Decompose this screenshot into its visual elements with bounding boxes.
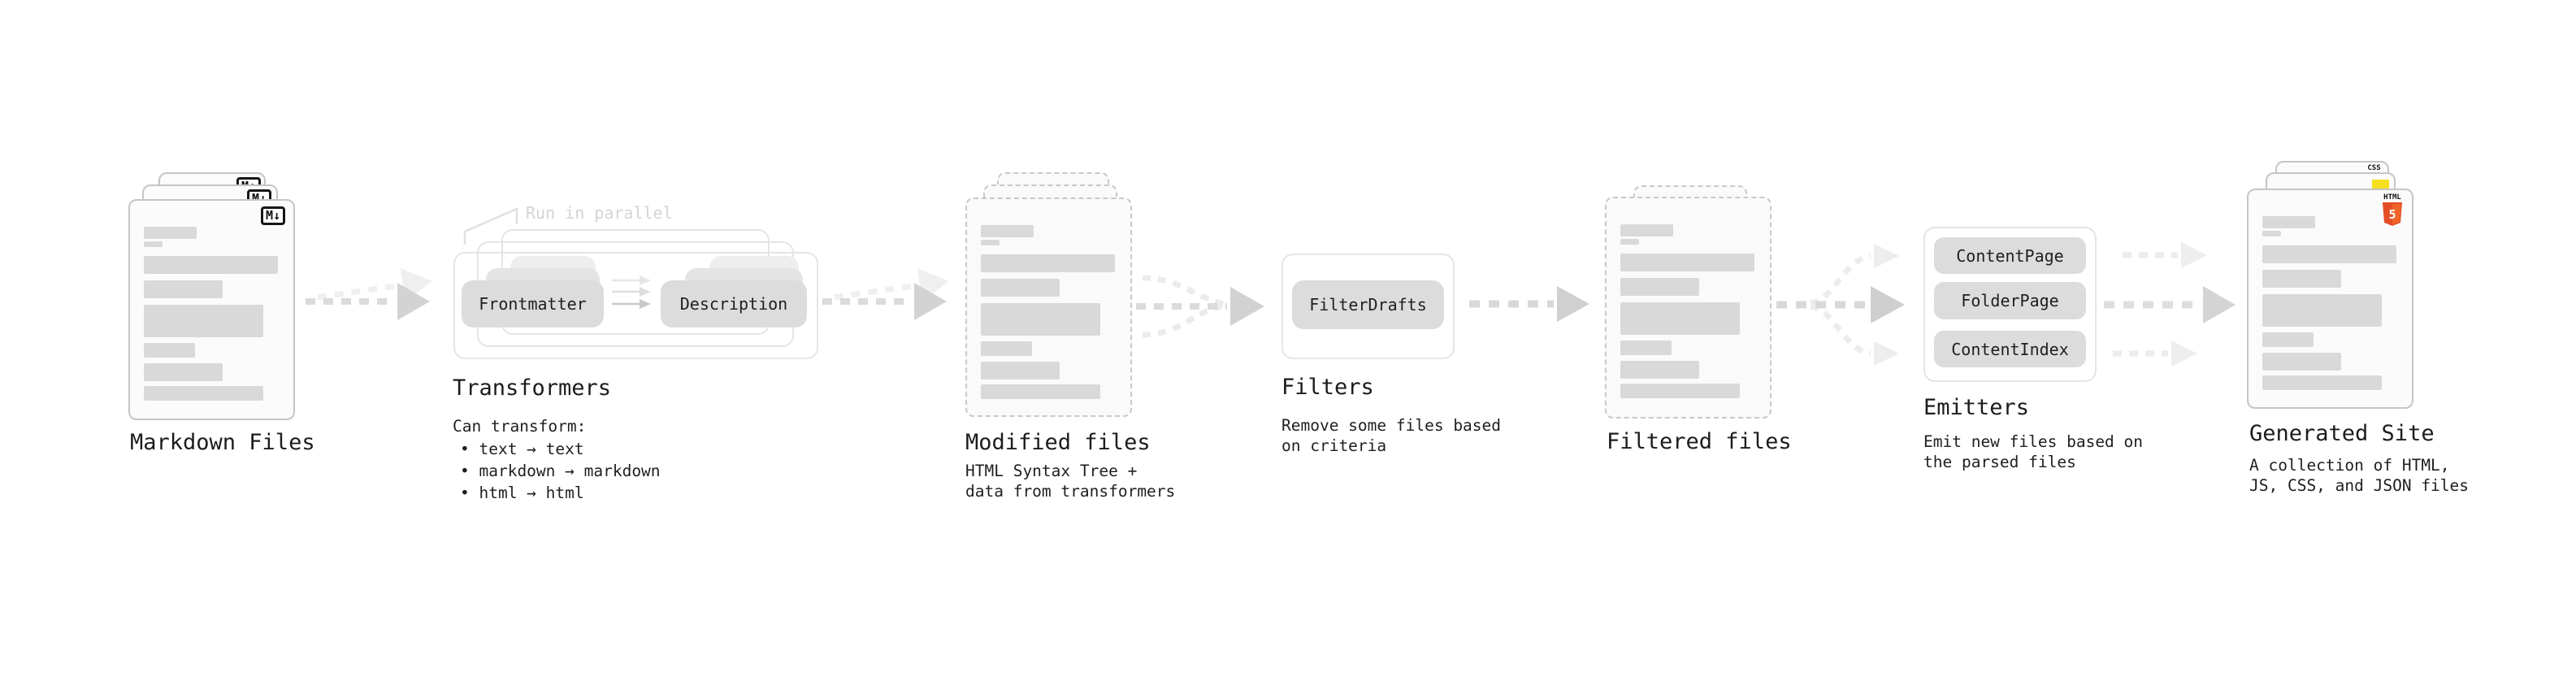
doc-placeholder-lines xyxy=(1607,198,1770,417)
doc-card-front: M↓ xyxy=(128,199,295,420)
flow-diverge-arrow-icon xyxy=(1776,244,1905,366)
doc-card-front xyxy=(965,197,1132,417)
transformers-bullet: • html → html xyxy=(460,484,584,502)
emitter-chip-folderpage: FolderPage xyxy=(1934,282,2086,319)
transformers-subtitle: Can transform: xyxy=(453,417,587,436)
transformers-bullet: • text → text xyxy=(460,440,584,458)
generated-site-subtitle: A collection of HTML, JS, CSS, and JSON … xyxy=(2249,456,2470,495)
doc-placeholder-lines xyxy=(2249,190,2412,407)
flow-arrow-icon xyxy=(1469,286,1589,322)
flow-arrow-icon xyxy=(2104,286,2236,323)
js-file-icon xyxy=(2372,180,2389,189)
html5-logo-icon: HTML 5 xyxy=(2382,194,2403,226)
flow-arrow-icon xyxy=(2123,242,2207,268)
mini-arrow-icon xyxy=(612,275,651,285)
doc-placeholder-lines xyxy=(130,201,293,419)
markdown-icon: M↓ xyxy=(260,206,285,225)
css-label: CSS xyxy=(2367,164,2381,172)
filters-subtitle: Remove some files based on criteria xyxy=(1281,416,1502,455)
flow-converge-arrow-icon xyxy=(1136,275,1264,338)
doc-card-front: HTML 5 xyxy=(2247,189,2413,409)
emitter-label: FolderPage xyxy=(1961,291,2059,310)
run-in-parallel-label: Run in parallel xyxy=(526,203,673,223)
flow-arrow-icon xyxy=(306,268,432,320)
stage-title-modified-files: Modified files xyxy=(965,430,1151,455)
flow-arrow-icon xyxy=(822,268,949,320)
frontmatter-chip: Frontmatter xyxy=(462,280,604,327)
svg-text:5: 5 xyxy=(2388,207,2396,222)
emitters-subtitle: Emit new files based on the parsed files xyxy=(1923,432,2144,471)
description-chip: Description xyxy=(661,280,807,327)
emitter-chip-contentindex: ContentIndex xyxy=(1934,331,2086,367)
leader-line xyxy=(463,207,518,245)
mini-arrow-icon xyxy=(612,287,651,297)
description-label: Description xyxy=(679,294,788,314)
filterdrafts-label: FilterDrafts xyxy=(1309,295,1427,314)
emitter-chip-contentpage: ContentPage xyxy=(1934,237,2086,274)
html5-wordmark: HTML xyxy=(2383,193,2401,202)
flow-arrow-icon xyxy=(2113,340,2197,367)
doc-card-front xyxy=(1605,197,1772,419)
emitter-label: ContentPage xyxy=(1956,245,2064,266)
stage-title-emitters: Emitters xyxy=(1923,395,2030,420)
filterdrafts-chip: FilterDrafts xyxy=(1292,280,1444,329)
stage-title-filters: Filters xyxy=(1281,375,1374,400)
frontmatter-label: Frontmatter xyxy=(479,294,587,314)
transformer-container-front xyxy=(453,252,818,359)
stage-title-markdown-files: Markdown Files xyxy=(130,430,315,455)
modified-files-subtitle: HTML Syntax Tree + data from transformer… xyxy=(965,462,1176,501)
mini-arrow-icon xyxy=(612,299,651,309)
stage-title-generated-site: Generated Site xyxy=(2249,421,2435,446)
stage-title-transformers: Transformers xyxy=(453,375,612,401)
doc-placeholder-lines xyxy=(967,199,1130,415)
transformers-bullet: • markdown → markdown xyxy=(460,462,661,480)
stage-title-filtered-files: Filtered files xyxy=(1607,429,1792,454)
emitter-label: ContentIndex xyxy=(1951,339,2069,359)
